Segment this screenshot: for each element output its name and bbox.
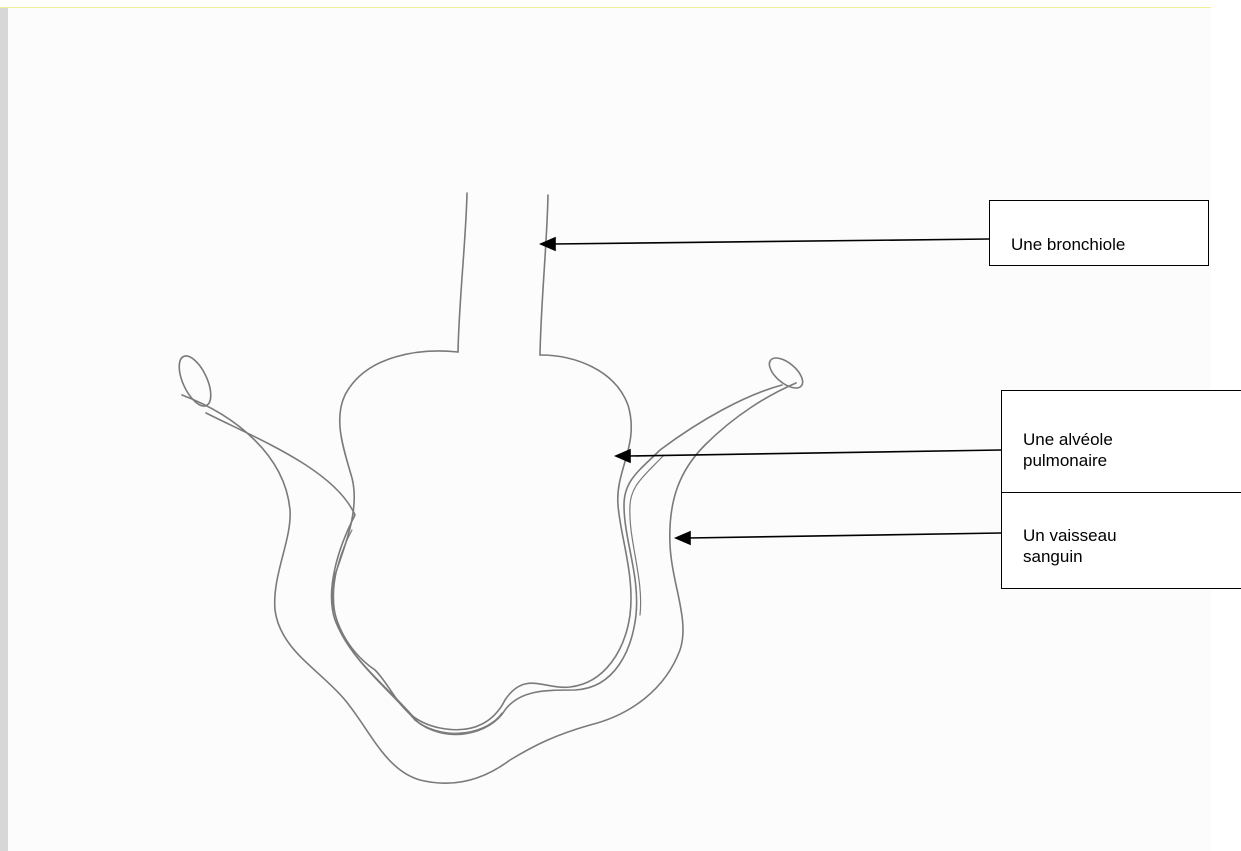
vessel-right-opening <box>768 357 804 389</box>
vessel-inner-wall-double-right <box>629 454 665 616</box>
label-vaisseau-line2: sanguin <box>1023 547 1083 566</box>
arrow-vaisseau-line <box>687 532 1002 539</box>
arrow-alveole-head <box>613 448 631 464</box>
label-vaisseau: Un vaisseau sanguin <box>1001 492 1241 589</box>
alveolus-outline <box>331 350 633 731</box>
label-alveole: Une alvéole pulmonaire <box>1001 390 1241 494</box>
label-bronchiole: Une bronchiole <box>989 200 1209 266</box>
vessel-outer-wall <box>181 382 797 784</box>
bronchiole-left-wall <box>457 192 468 353</box>
paper-left-edge <box>0 8 8 851</box>
bronchiole-right-wall <box>539 194 549 356</box>
vessel-left-opening <box>178 355 212 407</box>
vessel-inner-wall <box>205 384 783 736</box>
arrow-alveole-line <box>627 449 1002 457</box>
label-alveole-line2: pulmonaire <box>1023 451 1108 470</box>
arrow-bronchiole-line <box>552 238 990 245</box>
label-alveole-line1: Une alvéole <box>1023 430 1113 449</box>
paper-top-edge <box>0 0 1211 8</box>
arrow-bronchiole-head <box>538 236 556 252</box>
label-bronchiole-text: Une bronchiole <box>1011 235 1126 254</box>
arrow-vaisseau-head <box>673 530 691 546</box>
label-vaisseau-line1: Un vaisseau <box>1023 526 1117 545</box>
vessel-inner-wall-double <box>333 529 503 734</box>
